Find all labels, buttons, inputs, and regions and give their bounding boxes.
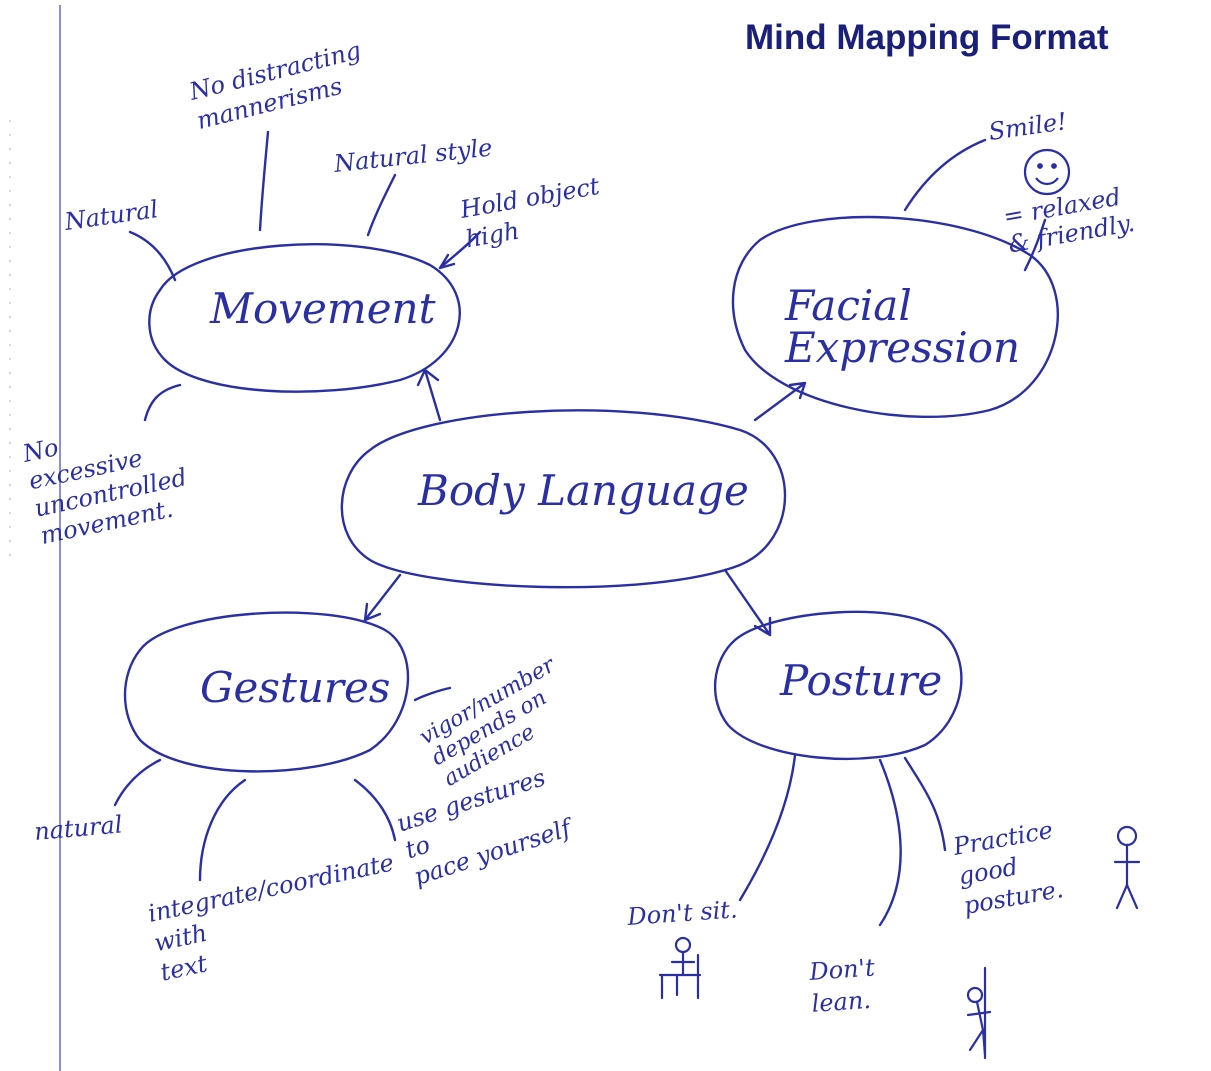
- note-hold-object-high: Hold objecthigh: [457, 172, 607, 254]
- arrow-to-gestures: [363, 573, 402, 622]
- center-node-shape: [340, 409, 787, 589]
- note-vigor-number: vigor/numberdepends onaudience: [416, 652, 585, 792]
- page-title: Mind Mapping Format: [745, 18, 1109, 57]
- note-natural: Natural: [62, 195, 160, 236]
- line-natural: [128, 230, 177, 282]
- line-pace: [353, 778, 397, 842]
- line-hold-object: [438, 230, 482, 270]
- facial-expression-node-shape: [731, 215, 1059, 419]
- note-natural-style: Natural style: [332, 134, 494, 179]
- note-no-distracting-mannerisms: No distractingmannerisms: [186, 36, 371, 135]
- note-use-gestures-pace: use gesturestopace yourself: [393, 759, 578, 891]
- note-integrate-coordinate: integrate/coordinatewithtext: [145, 848, 408, 986]
- line-natural-style: [366, 173, 397, 237]
- note-smile: Smile!: [987, 107, 1069, 146]
- arrow-to-facial: [753, 381, 807, 422]
- note-dont-sit: Don't sit.: [625, 895, 738, 931]
- movement-node-label: Movement: [209, 284, 436, 333]
- line-relaxed: [1023, 218, 1047, 272]
- gestures-node-label: Gestures: [200, 663, 390, 712]
- line-natural-gesture: [113, 758, 162, 807]
- smiley-face-icon: [1023, 148, 1071, 196]
- posture-node-shape: [713, 610, 963, 761]
- note-natural-gesture: natural: [33, 810, 123, 846]
- arrow-to-posture: [723, 568, 772, 637]
- note-no-excessive-movement: Noexcessiveuncontrolledmovement.: [19, 408, 195, 550]
- leaning-figure-icon: [966, 966, 992, 1060]
- gestures-node-shape: [123, 611, 410, 773]
- line-no-excessive: [143, 383, 182, 422]
- standing-figure-icon: [1113, 825, 1141, 910]
- sitting-figure-icon: [658, 936, 702, 1000]
- center-node-label: Body Language: [417, 466, 749, 515]
- note-relaxed-friendly: = relaxed& friendly.: [1001, 181, 1137, 258]
- note-dont-lean: Don'tlean.: [807, 953, 878, 1018]
- note-practice-good-posture: Practicegoodposture.: [950, 816, 1065, 920]
- line-vigor: [413, 686, 452, 702]
- line-smile: [903, 138, 987, 212]
- posture-node-label: Posture: [779, 656, 942, 705]
- line-dont-lean: [878, 758, 902, 927]
- line-no-distracting: [258, 130, 270, 232]
- arrow-to-movement: [416, 368, 442, 422]
- line-practice: [903, 756, 947, 852]
- line-integrate: [198, 778, 247, 882]
- line-dont-sit: [738, 753, 797, 902]
